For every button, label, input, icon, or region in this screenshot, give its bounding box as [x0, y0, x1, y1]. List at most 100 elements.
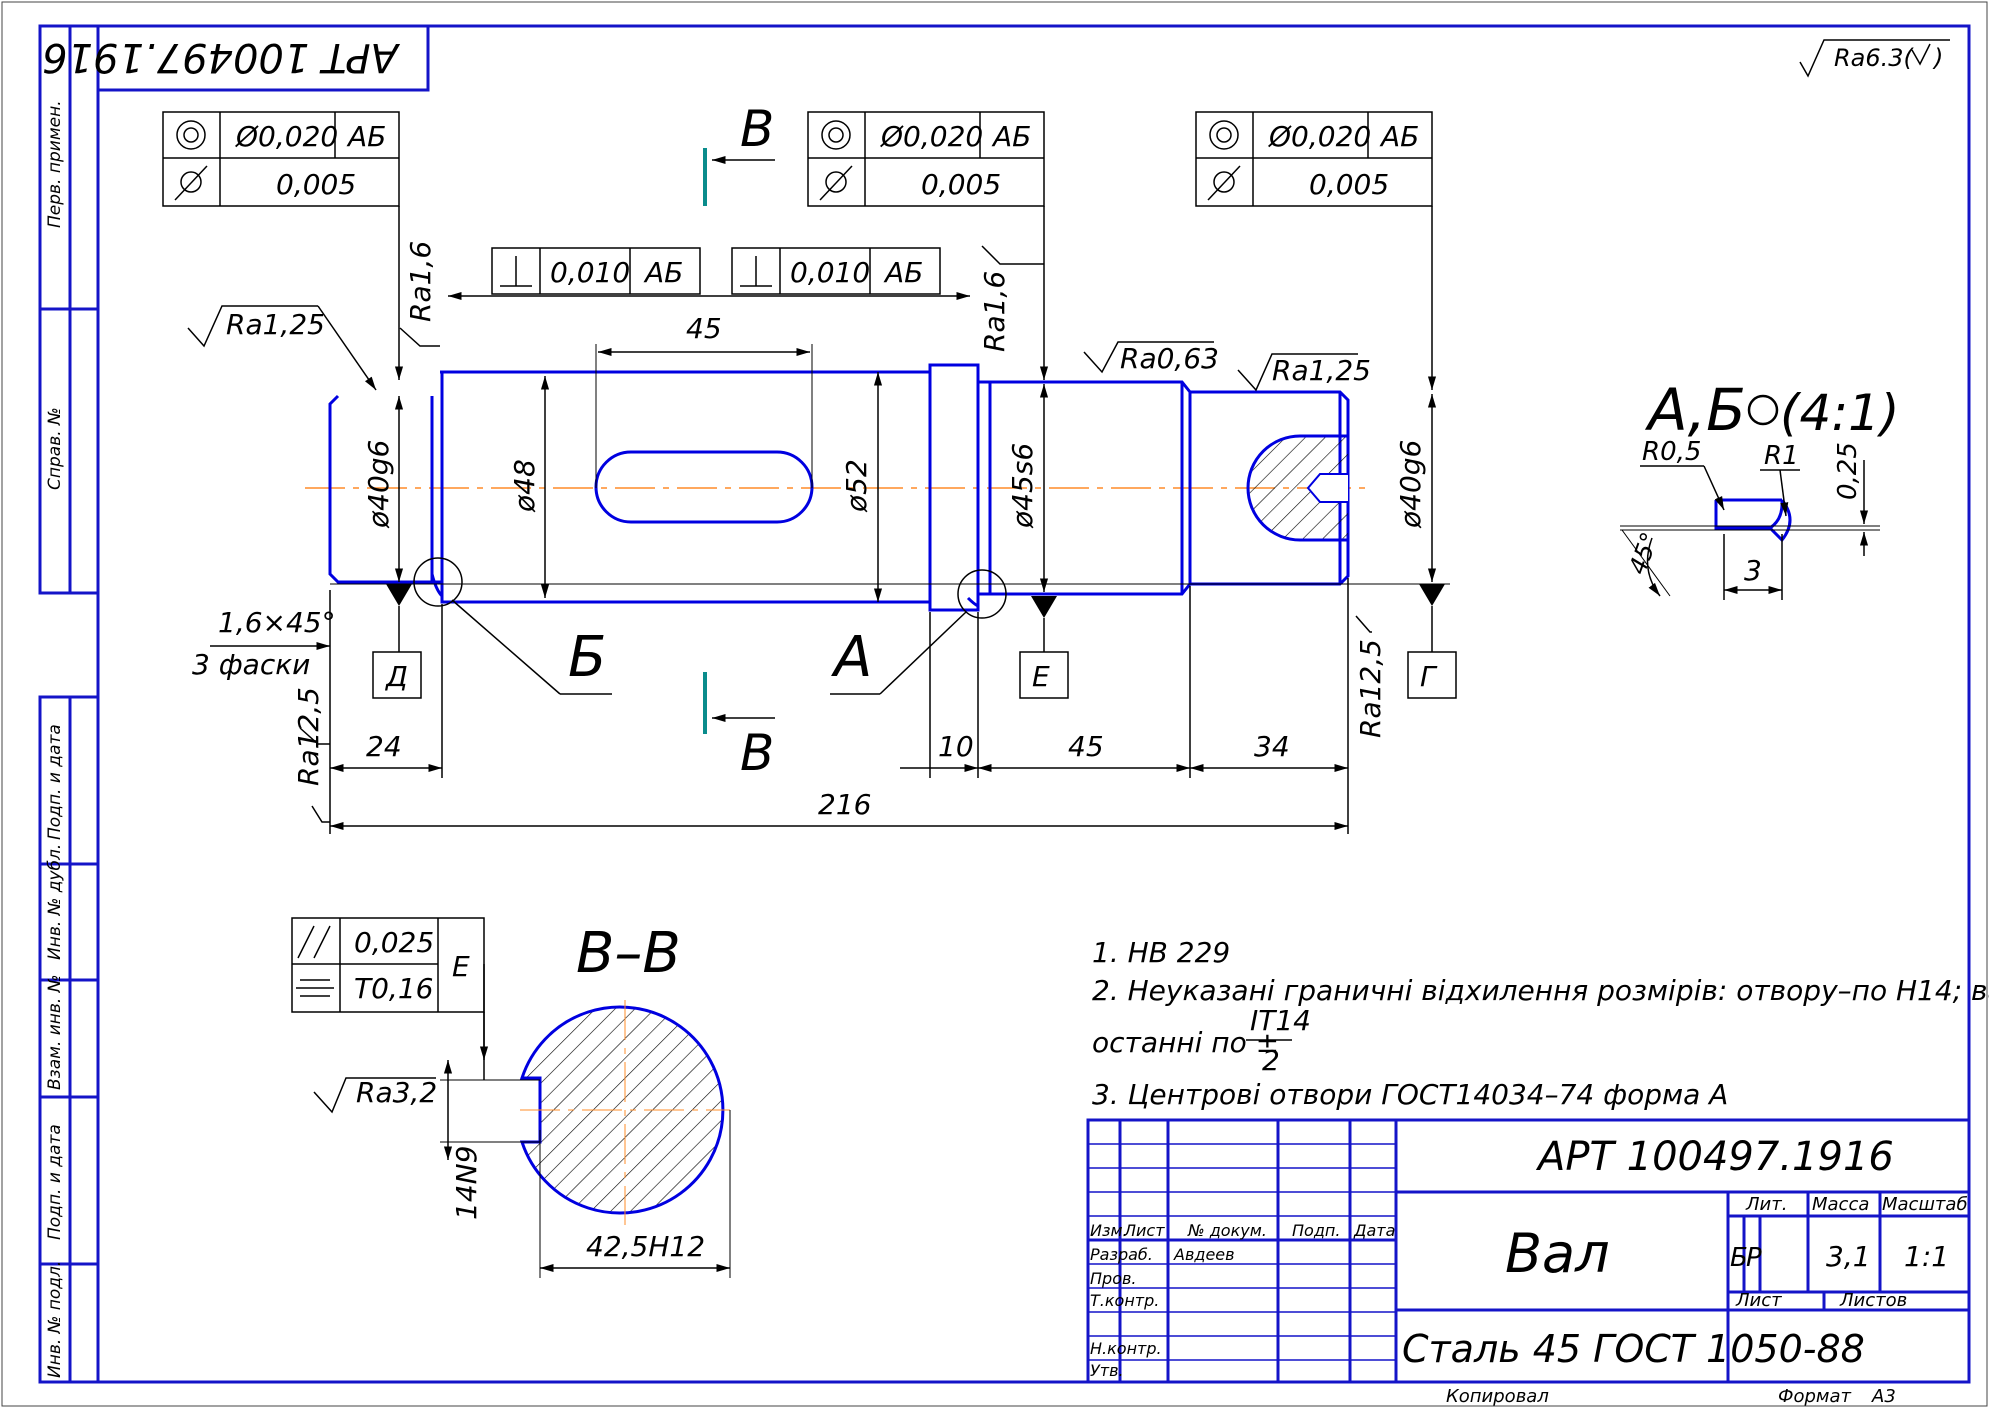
dim-10: 10 — [938, 730, 974, 763]
fcf-perp-1-value: 0,010 — [550, 256, 630, 289]
tb-tkontr: Т.контр. — [1090, 1291, 1159, 1310]
section-label-bottom: В — [740, 724, 774, 782]
note-2b: останні по ± — [1092, 1026, 1279, 1059]
diameter-dims — [394, 372, 1437, 602]
detail-view-circle-icon — [1747, 394, 1779, 426]
length-dims — [329, 578, 1349, 834]
symmetry-icon — [296, 979, 334, 997]
concentricity-icon — [821, 120, 851, 150]
tb-nkontr: Н.контр. — [1090, 1339, 1162, 1358]
concentricity-icon — [1209, 120, 1239, 150]
tb-utv: Утв. — [1090, 1361, 1124, 1380]
datum-d-box — [372, 651, 422, 699]
dim-chamfer: 1,6×45° — [218, 606, 336, 639]
tb-list: Лист — [1123, 1221, 1165, 1240]
detail-b-circle — [413, 557, 463, 607]
tb-podp: Подп. — [1292, 1221, 1340, 1240]
fcf-mid-runout: 0,005 — [921, 168, 1001, 201]
dim-d45s6: ø45s6 — [1006, 443, 1039, 529]
tb-izm: Изм. — [1090, 1221, 1128, 1240]
general-roughness: Ra6.3( ) — [1799, 39, 1950, 78]
roughness-ra125b-left: Ra12,5 — [292, 687, 325, 786]
fcf-right: Ø0,020 АБ 0,005 — [1195, 111, 1437, 390]
detail-title: А,Б — [1644, 376, 1746, 444]
roughness-ra125b-right: Ra12,5 — [1354, 639, 1387, 738]
tb-mass: Масса — [1812, 1194, 1869, 1215]
detail-45deg: 45° — [1623, 528, 1664, 578]
dim-key-width: 14N9 — [450, 1146, 483, 1220]
tb-material: Сталь 45 ГОСТ 1050-88 — [1402, 1327, 1865, 1371]
dim-d52: ø52 — [840, 459, 873, 513]
note-two: 2 — [1262, 1044, 1280, 1077]
detail-view: А,Б (4:1) 3 R0,5 R1 0,25 45° — [1620, 376, 1899, 600]
fcf-section-parallel: 0,025 — [354, 926, 434, 959]
general-roughness-text: Ra6.3( — [1834, 44, 1915, 72]
perpendicularity-icon — [740, 256, 772, 287]
detail-d025: 0,25 — [1833, 442, 1863, 500]
tb-sheets: Листов — [1839, 1290, 1907, 1311]
title-block — [1086, 1118, 1971, 1384]
label-podp-data-2: Подп. и дата — [45, 1124, 65, 1240]
dim-24: 24 — [366, 730, 402, 763]
fcf-right-runout: 0,005 — [1309, 168, 1389, 201]
fcf-left-datum: АБ — [346, 120, 386, 153]
tb-sheet: Лист — [1735, 1290, 1782, 1311]
datum-e-box — [1019, 651, 1069, 699]
fcf-mid: Ø0,020 АБ 0,005 — [807, 111, 1049, 380]
dim-d40g6-right: ø40g6 — [1394, 440, 1427, 529]
fcf-right-concentricity: Ø0,020 — [1268, 120, 1371, 153]
tb-mass-value: 3,1 — [1826, 1240, 1871, 1273]
fcf-perp-2-datum: АБ — [883, 256, 923, 289]
tb-doc-no: № докум. — [1187, 1221, 1267, 1240]
dim-d40g6-left: ø40g6 — [362, 440, 395, 529]
note-1: 1. НВ 229 — [1092, 936, 1230, 969]
tb-copied: Копировал — [1446, 1386, 1549, 1407]
label-inv-dubl: Инв. № дубл. — [45, 844, 65, 960]
dim-chamfer-note: 3 фаски — [192, 648, 310, 681]
roughness-ra125-left: Ra1,25 — [226, 308, 325, 341]
fcf-perp-1: 0,010 АБ — [491, 247, 701, 295]
detail-r05: R0,5 — [1642, 437, 1701, 467]
stamp-drawing-number: АРТ 100497.1916 — [42, 34, 401, 80]
fcf-right-datum: АБ — [1379, 120, 1419, 153]
label-vzam-inv: Взам. инв. № — [45, 975, 65, 1090]
tb-lit-p: Р — [1746, 1243, 1762, 1273]
fcf-perp-1-datum: АБ — [643, 256, 683, 289]
detail-r1: R1 — [1764, 441, 1799, 471]
runout-icon — [1207, 165, 1241, 201]
label-perv-primen: Перв. примен. — [45, 100, 65, 228]
section-mark-bottom: В — [703, 672, 775, 782]
runout-icon — [819, 165, 853, 201]
tb-scale: Масштаб — [1882, 1194, 1968, 1215]
tb-lit: Лит. — [1745, 1194, 1787, 1215]
roughness-ra063: Ra0,63 — [1120, 342, 1219, 375]
dim-34: 34 — [1254, 730, 1290, 763]
tb-data: Дата — [1353, 1221, 1395, 1240]
detail-a-circle — [957, 569, 1007, 619]
section-title: В–В — [576, 921, 681, 986]
fcf-mid-concentricity: Ø0,020 — [880, 120, 983, 153]
fcf-section-symmetry: Т0,16 — [354, 972, 433, 1005]
notes: 1. НВ 229 2. Неуказані граничні відхилен… — [1092, 936, 1989, 1111]
tb-format: Формат — [1778, 1386, 1852, 1407]
fcf-section-datum: Е — [452, 950, 470, 983]
fcf-perp-2-value: 0,010 — [790, 256, 870, 289]
roughness-ra16-left: Ra1,6 — [404, 241, 437, 322]
label-inv-podl: Инв. № подл. — [45, 1261, 65, 1378]
note-2: 2. Неуказані граничні відхилення розмірі… — [1092, 974, 1989, 1007]
label-sprav-no: Справ. № — [45, 407, 65, 490]
tb-drawing-number: АРТ 100497.1916 — [1535, 1134, 1894, 1180]
parallelism-icon — [297, 925, 331, 959]
tb-scale-value: 1:1 — [1904, 1240, 1949, 1273]
section-mark-top: В — [703, 100, 775, 206]
dim-45: 45 — [1068, 730, 1104, 763]
tb-prov: Пров. — [1090, 1269, 1137, 1288]
center-hole — [1246, 434, 1348, 542]
roughness-marks — [187, 245, 1372, 823]
title-block-thin — [1088, 1143, 1396, 1361]
label-podp-data-1: Подп. и дата — [45, 724, 65, 840]
tb-name: Вал — [1505, 1222, 1610, 1285]
detail-scale: (4:1) — [1780, 384, 1899, 442]
datum-d: Д — [384, 660, 408, 693]
